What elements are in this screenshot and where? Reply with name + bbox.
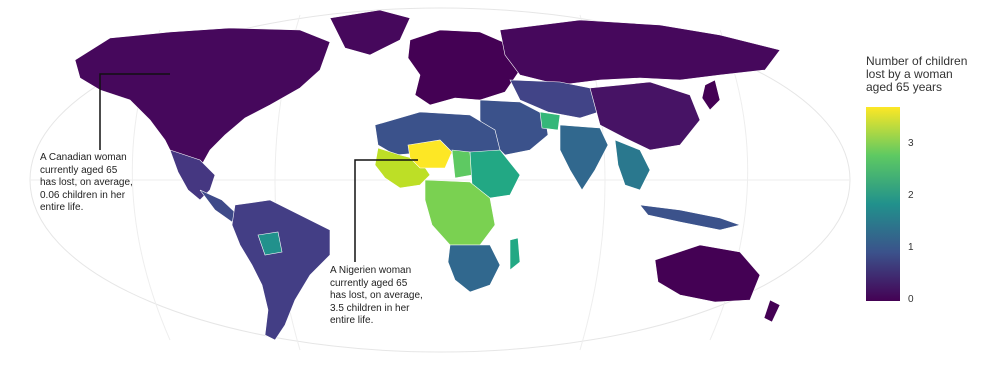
- region-south-america: [231, 199, 331, 341]
- region-southeast-asia: [614, 139, 651, 191]
- region-india: [559, 124, 609, 191]
- legend-colorbar: [866, 107, 900, 301]
- annotation-canada: A Canadian woman currently aged 65 has l…: [40, 152, 133, 213]
- region-niger: [407, 139, 453, 169]
- region-australia: [654, 244, 761, 303]
- region-central-america: [199, 189, 239, 223]
- legend-tick-label: 2: [908, 190, 914, 201]
- legend-tick-label: 0: [908, 294, 914, 305]
- callout-line-niger: [354, 159, 418, 262]
- region-southern-africa: [447, 244, 501, 293]
- callout-line-canada: [99, 73, 170, 150]
- legend-tick-label: 3: [908, 138, 914, 149]
- legend-tickmark: [900, 248, 904, 249]
- legend-title: Number of children lost by a woman aged …: [866, 54, 968, 94]
- region-bolivia: [257, 231, 283, 256]
- region-russia: [499, 19, 781, 86]
- region-mexico: [169, 149, 216, 201]
- region-central-asia: [509, 79, 606, 119]
- legend-tickmark: [900, 144, 904, 145]
- legend-tick-label: 1: [908, 242, 914, 253]
- region-new-zealand: [763, 299, 781, 323]
- region-afghanistan: [539, 111, 561, 131]
- region-china: [589, 81, 701, 151]
- region-chad: [451, 149, 473, 179]
- legend-tickmark: [900, 196, 904, 197]
- region-indonesia: [639, 204, 742, 231]
- region-north-america: [74, 27, 331, 179]
- region-madagascar: [509, 237, 521, 271]
- legend-tickmark: [900, 300, 904, 301]
- region-west-africa: [374, 147, 431, 189]
- region-greenland: [329, 9, 411, 56]
- region-japan: [701, 79, 721, 111]
- annotation-niger: A Nigerien woman currently aged 65 has l…: [330, 265, 423, 326]
